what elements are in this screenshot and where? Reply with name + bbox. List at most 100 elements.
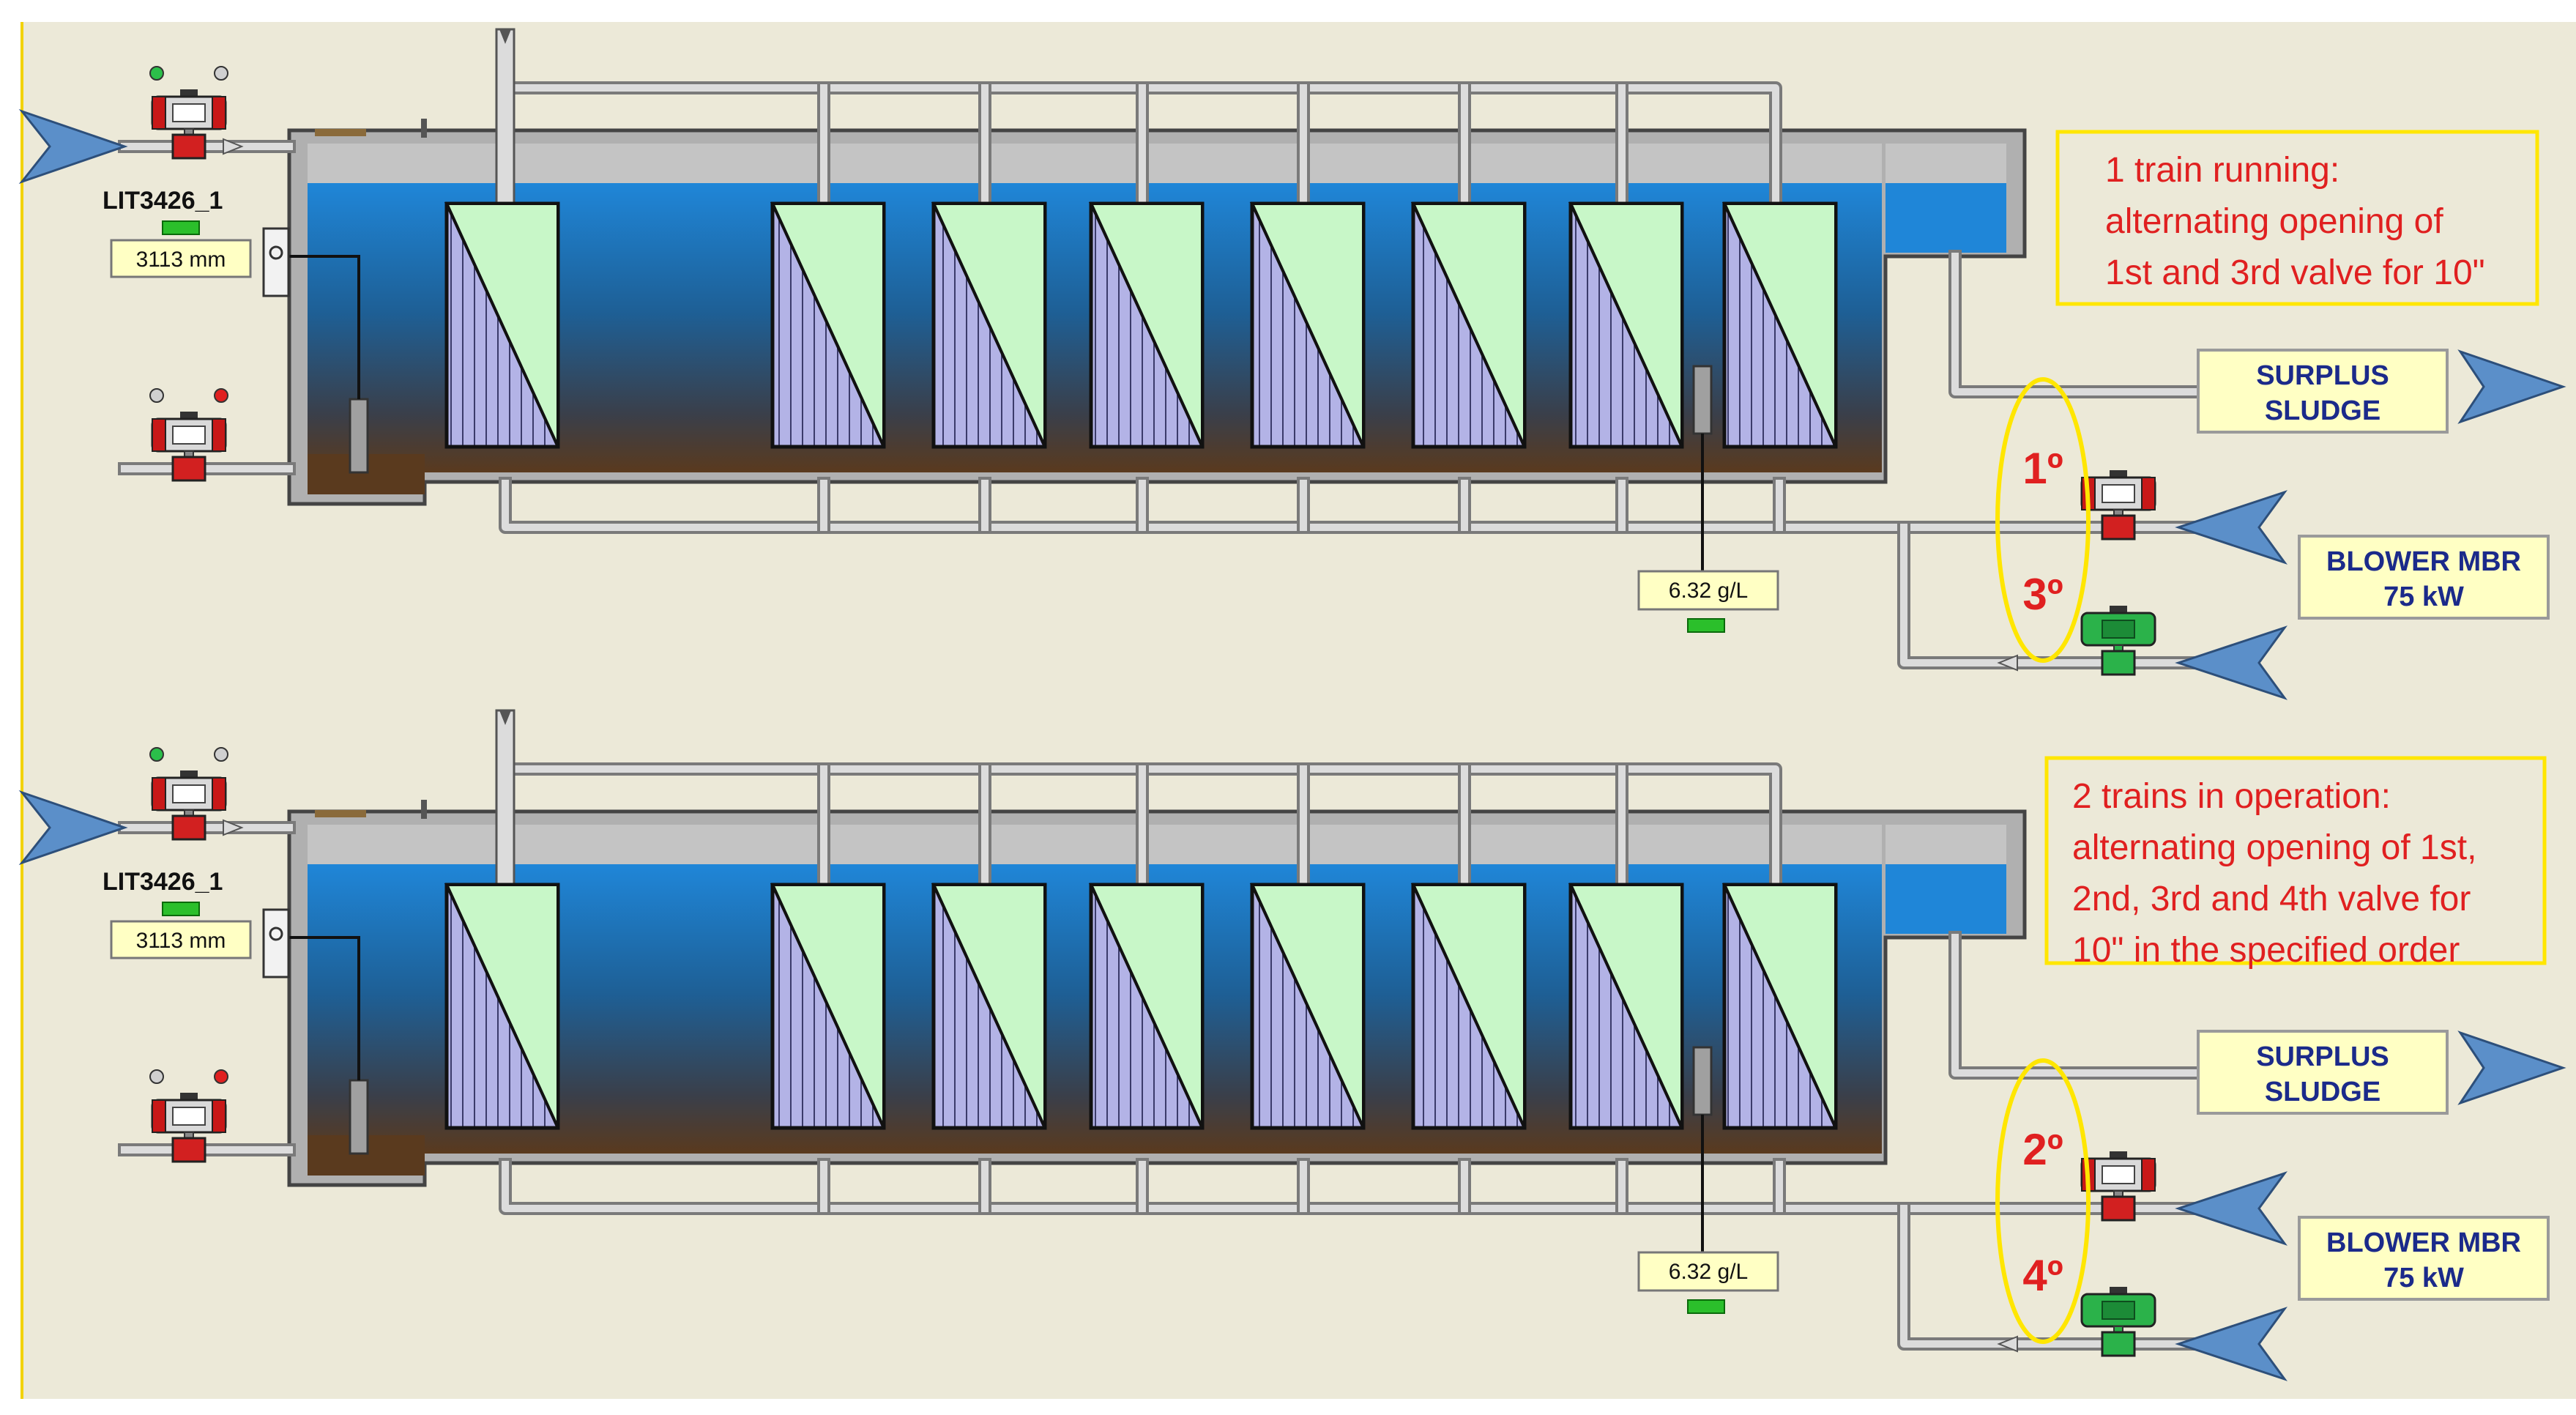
status-led-right [214, 747, 228, 762]
valve-top-cap [2110, 1287, 2127, 1294]
valve-actuator-right [212, 96, 226, 130]
surplus-sludge-pipe [1951, 253, 2208, 395]
status-led-left [149, 66, 164, 81]
inlet-valve-top[interactable] [149, 66, 228, 160]
surplus-sludge-label-line2: SLUDGE [2265, 395, 2380, 426]
membrane-module [1721, 201, 1838, 449]
valve-window [2102, 1301, 2135, 1320]
valve-body [171, 814, 206, 841]
top-header-pipe [502, 84, 1779, 209]
vent-pipe [495, 28, 515, 207]
air-valve-upper[interactable] [2080, 470, 2156, 541]
membrane-module [444, 883, 560, 1130]
membrane-diagonal [1090, 203, 1204, 447]
air-valve-upper[interactable] [2080, 1151, 2156, 1222]
level-sensor-cable [278, 936, 360, 1080]
operation-note-line: 2nd, 3rd and 4th valve for [2072, 880, 2471, 918]
valve-actuator-right [2141, 1158, 2156, 1192]
concentration-box [1637, 1251, 1779, 1292]
valve-actuator-right [212, 1099, 226, 1133]
valve-order-upper: 1º [2022, 444, 2063, 493]
valve-top-cap [180, 770, 198, 778]
blower-arrow-lower-icon [2175, 625, 2287, 700]
mlss-probe-icon [1692, 365, 1713, 435]
blower-mbr-label-box [2298, 1216, 2550, 1301]
valve-actuator-right [2141, 477, 2156, 510]
top-header-pipe [502, 765, 1779, 890]
valve-window [172, 784, 206, 803]
tank-top-detail [315, 129, 366, 136]
valve-body [171, 133, 206, 160]
valve-window [2102, 484, 2135, 503]
concentration-text: 6.32 g/L [1669, 1260, 1748, 1284]
membrane-diagonal [1251, 203, 1365, 447]
flow-direction-icon [223, 138, 244, 155]
level-value-box [110, 239, 252, 278]
membrane-module [1410, 883, 1527, 1130]
valve-body [2101, 650, 2136, 676]
membrane-module [1721, 883, 1838, 1130]
level-transmitter-dial [269, 245, 283, 260]
valve-top-cap [2110, 606, 2127, 613]
aeration-main-pipe [502, 480, 1922, 531]
level-sensor-cable [278, 255, 360, 399]
status-led-left [149, 747, 164, 762]
level-transmitter-housing [262, 908, 290, 978]
concentration-text: 6.32 g/L [1669, 579, 1748, 603]
level-transmitter-housing [262, 227, 290, 297]
valve-order-ellipse [1995, 377, 2091, 663]
overflow-headspace [1886, 825, 2006, 864]
surplus-sludge-label-box [2197, 1030, 2449, 1115]
valve-top-cap [180, 89, 198, 97]
valve-window [2102, 620, 2135, 639]
valve-body [2101, 514, 2136, 541]
membrane-module [1088, 201, 1205, 449]
status-led-right [214, 1069, 228, 1084]
overflow-chamber [1886, 864, 2006, 934]
surplus-sludge-label-box [2197, 349, 2449, 434]
concentration-status-led [1687, 1299, 1725, 1314]
blower-arrow-upper-icon [2175, 490, 2287, 565]
valve-window [172, 1107, 206, 1126]
level-tag-label: LIT3426_1 [103, 187, 223, 215]
valve-actuator-left [152, 96, 166, 130]
surplus-outlet-arrow-icon [2457, 1030, 2566, 1105]
membrane-diagonal [771, 203, 885, 447]
operation-note-line: 1st and 3rd valve for 10" [2105, 253, 2485, 292]
valve-actuator-left [152, 777, 166, 811]
level-tag-label: LIT3426_1 [103, 868, 223, 896]
membrane-diagonal [932, 884, 1046, 1129]
air-flow-direction-icon [1997, 1335, 2018, 1353]
membrane-module [931, 883, 1047, 1130]
valve-actuator-right [212, 777, 226, 811]
valve-body [171, 456, 206, 482]
surplus-outlet-arrow-icon [2457, 349, 2566, 424]
concentration-status-led [1687, 618, 1725, 633]
membrane-module [444, 201, 560, 449]
valve-body [2101, 1195, 2136, 1222]
valve-window [172, 103, 206, 122]
membrane-module [1568, 883, 1684, 1130]
operation-note-box [2044, 756, 2547, 965]
valve-window [172, 426, 206, 445]
tank-headspace [308, 144, 1882, 183]
operation-note-line: 1 train running: [2105, 151, 2339, 190]
inlet-valve-bottom[interactable] [149, 1069, 228, 1163]
inlet-valve-top[interactable] [149, 747, 228, 841]
membrane-module [770, 883, 886, 1130]
air-valve-lower[interactable] [2080, 1287, 2156, 1357]
flow-direction-icon [223, 819, 244, 836]
inlet-arrow-icon [18, 108, 128, 185]
inlet-valve-bottom[interactable] [149, 388, 228, 482]
operation-note-line: 10" in the specified order [2072, 931, 2460, 970]
level-value-box [110, 920, 252, 959]
air-valve-lower[interactable] [2080, 606, 2156, 676]
membrane-module [1088, 883, 1205, 1130]
membrane-diagonal [1412, 884, 1526, 1129]
blower-mbr-label-line1: BLOWER MBR [2326, 1228, 2521, 1258]
valve-top-cap [180, 1093, 198, 1100]
tank-headspace [308, 825, 1882, 864]
operation-note-line: 2 trains in operation: [2072, 777, 2391, 816]
